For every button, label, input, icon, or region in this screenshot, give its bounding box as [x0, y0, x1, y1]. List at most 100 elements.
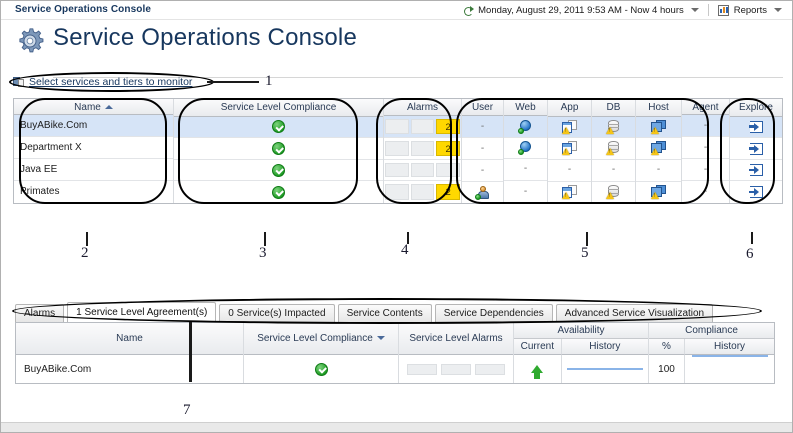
alarm-severity-box[interactable]: [436, 163, 461, 177]
cell-alarms[interactable]: 2: [384, 181, 461, 203]
cell-db[interactable]: [592, 182, 635, 203]
cell-web[interactable]: [504, 116, 547, 138]
alarm-severity-box[interactable]: [410, 163, 435, 177]
table-row[interactable]: Primates: [20, 186, 60, 197]
column-header-service-level-compliance[interactable]: Service Level Compliance: [174, 99, 383, 117]
cell-alarms[interactable]: 2: [384, 138, 461, 161]
cell-compliance[interactable]: [244, 355, 398, 383]
alarm-severity-box[interactable]: [410, 141, 435, 157]
column-header-app[interactable]: App: [548, 99, 591, 117]
column-header-explore[interactable]: Explore: [730, 99, 782, 117]
column-header-name[interactable]: Name: [16, 323, 243, 355]
alarm-severity-box[interactable]: [410, 119, 435, 135]
cell-agent[interactable]: -: [682, 181, 729, 203]
column-header-service-level-alarms[interactable]: Service Level Alarms: [399, 323, 513, 355]
tab-service-level-agreements[interactable]: 1 Service Level Agreement(s): [67, 302, 217, 322]
cell-explore[interactable]: [730, 160, 782, 182]
database-warning-icon: [606, 141, 621, 156]
table-row[interactable]: Department X: [14, 137, 173, 159]
reports-chevron-down-icon[interactable]: [774, 8, 782, 12]
alarm-severity-box[interactable]: [385, 163, 409, 177]
alarm-severity-box[interactable]: [385, 141, 409, 157]
cell-service-level-alarms[interactable]: [399, 355, 513, 383]
column-header-alarms[interactable]: Alarms: [384, 99, 461, 117]
cell-compliance[interactable]: [174, 181, 383, 203]
alarm-count-badge[interactable]: 2: [436, 184, 461, 200]
cell-web[interactable]: -: [504, 159, 547, 181]
callout-tick-5: [586, 232, 588, 246]
cell-host[interactable]: -: [636, 160, 681, 182]
explore-icon[interactable]: [748, 186, 763, 199]
column-header-service-level-compliance[interactable]: Service Level Compliance: [244, 323, 398, 355]
cell-compliance[interactable]: [174, 138, 383, 160]
cell-db[interactable]: -: [592, 160, 635, 182]
cell-db[interactable]: [592, 138, 635, 160]
alarm-severity-box[interactable]: [441, 363, 471, 375]
alarm-count-badge[interactable]: 2: [436, 141, 461, 157]
alarm-severity-box[interactable]: [385, 184, 409, 200]
cell-compliance[interactable]: [174, 116, 383, 139]
tab-service-dependencies[interactable]: Service Dependencies: [434, 304, 553, 322]
reports-menu-label[interactable]: Reports: [733, 4, 767, 16]
cell-explore[interactable]: [730, 138, 782, 160]
explore-icon[interactable]: [748, 164, 763, 177]
cell-availability-history[interactable]: [562, 355, 648, 383]
alarm-severity-box[interactable]: [407, 363, 437, 375]
cell-alarms[interactable]: 2: [384, 116, 461, 139]
cell-app[interactable]: [548, 138, 591, 160]
column-header-host[interactable]: Host: [636, 99, 681, 117]
column-header-user[interactable]: User: [462, 99, 503, 117]
cell-alarms[interactable]: [384, 160, 461, 181]
callout-number-2: 2: [81, 245, 89, 261]
cell-agent[interactable]: -: [682, 159, 729, 181]
tab-alarms[interactable]: Alarms: [15, 304, 65, 322]
time-range-chevron-down-icon[interactable]: [690, 8, 699, 12]
alarm-severity-box[interactable]: [385, 119, 409, 135]
alarm-severity-box[interactable]: [475, 363, 505, 375]
tab-service-contents[interactable]: Service Contents: [337, 304, 432, 322]
column-explore: Explore: [730, 99, 782, 203]
cell-host[interactable]: [636, 116, 681, 139]
cell-web[interactable]: -: [504, 181, 547, 203]
time-range-label[interactable]: Monday, August 29, 2011 9:53 AM - Now 4 …: [478, 4, 684, 16]
alarm-count-badge[interactable]: 2: [436, 119, 461, 135]
tab-services-impacted[interactable]: 0 Service(s) Impacted: [219, 304, 335, 322]
cell-host[interactable]: [636, 138, 681, 160]
cell-host[interactable]: [636, 182, 681, 203]
explore-icon[interactable]: [748, 120, 763, 133]
cell-explore[interactable]: [730, 181, 782, 203]
table-row[interactable]: Java EE: [14, 159, 173, 181]
cell-user[interactable]: -: [462, 116, 503, 139]
column-header-name[interactable]: Name: [14, 99, 173, 115]
column-header-compliance-percent[interactable]: %: [649, 339, 685, 355]
cell-explore[interactable]: [730, 116, 782, 139]
column-header-web[interactable]: Web: [504, 99, 547, 117]
tab-advanced-service-visualization[interactable]: Advanced Service Visualization: [555, 304, 714, 322]
table-row[interactable]: BuyABike.Com: [16, 355, 243, 383]
cell-app[interactable]: [548, 116, 591, 139]
cell-compliance[interactable]: [174, 160, 383, 182]
select-services-tiers-link[interactable]: Select services and tiers to monitor: [13, 76, 192, 88]
alarm-severity-box[interactable]: [410, 184, 435, 200]
cell-db[interactable]: [592, 116, 635, 139]
cell-user[interactable]: -: [462, 160, 503, 183]
cell-agent[interactable]: -: [682, 115, 729, 137]
cell-web[interactable]: [504, 138, 547, 159]
cell-user[interactable]: [462, 182, 503, 203]
column-header-compliance-history[interactable]: History: [685, 339, 774, 355]
cell-app[interactable]: -: [548, 160, 591, 182]
cell-user[interactable]: -: [462, 138, 503, 161]
cell-compliance-percent[interactable]: 100: [649, 355, 685, 383]
detail-tabbar: Alarms 1 Service Level Agreement(s) 0 Se…: [15, 302, 775, 322]
table-row[interactable]: BuyABike.Com: [14, 115, 173, 137]
cell-agent[interactable]: -: [682, 137, 729, 159]
callout-number-6: 6: [746, 246, 754, 262]
cell-availability-current[interactable]: [514, 355, 562, 383]
column-header-db[interactable]: DB: [592, 99, 635, 117]
explore-icon[interactable]: [748, 142, 763, 155]
column-header-availability-history[interactable]: History: [561, 339, 648, 355]
column-header-availability-current[interactable]: Current: [514, 339, 562, 355]
column-header-agent[interactable]: Agent: [682, 99, 729, 115]
cell-app[interactable]: [548, 182, 591, 203]
cell-compliance-history[interactable]: [685, 355, 774, 383]
